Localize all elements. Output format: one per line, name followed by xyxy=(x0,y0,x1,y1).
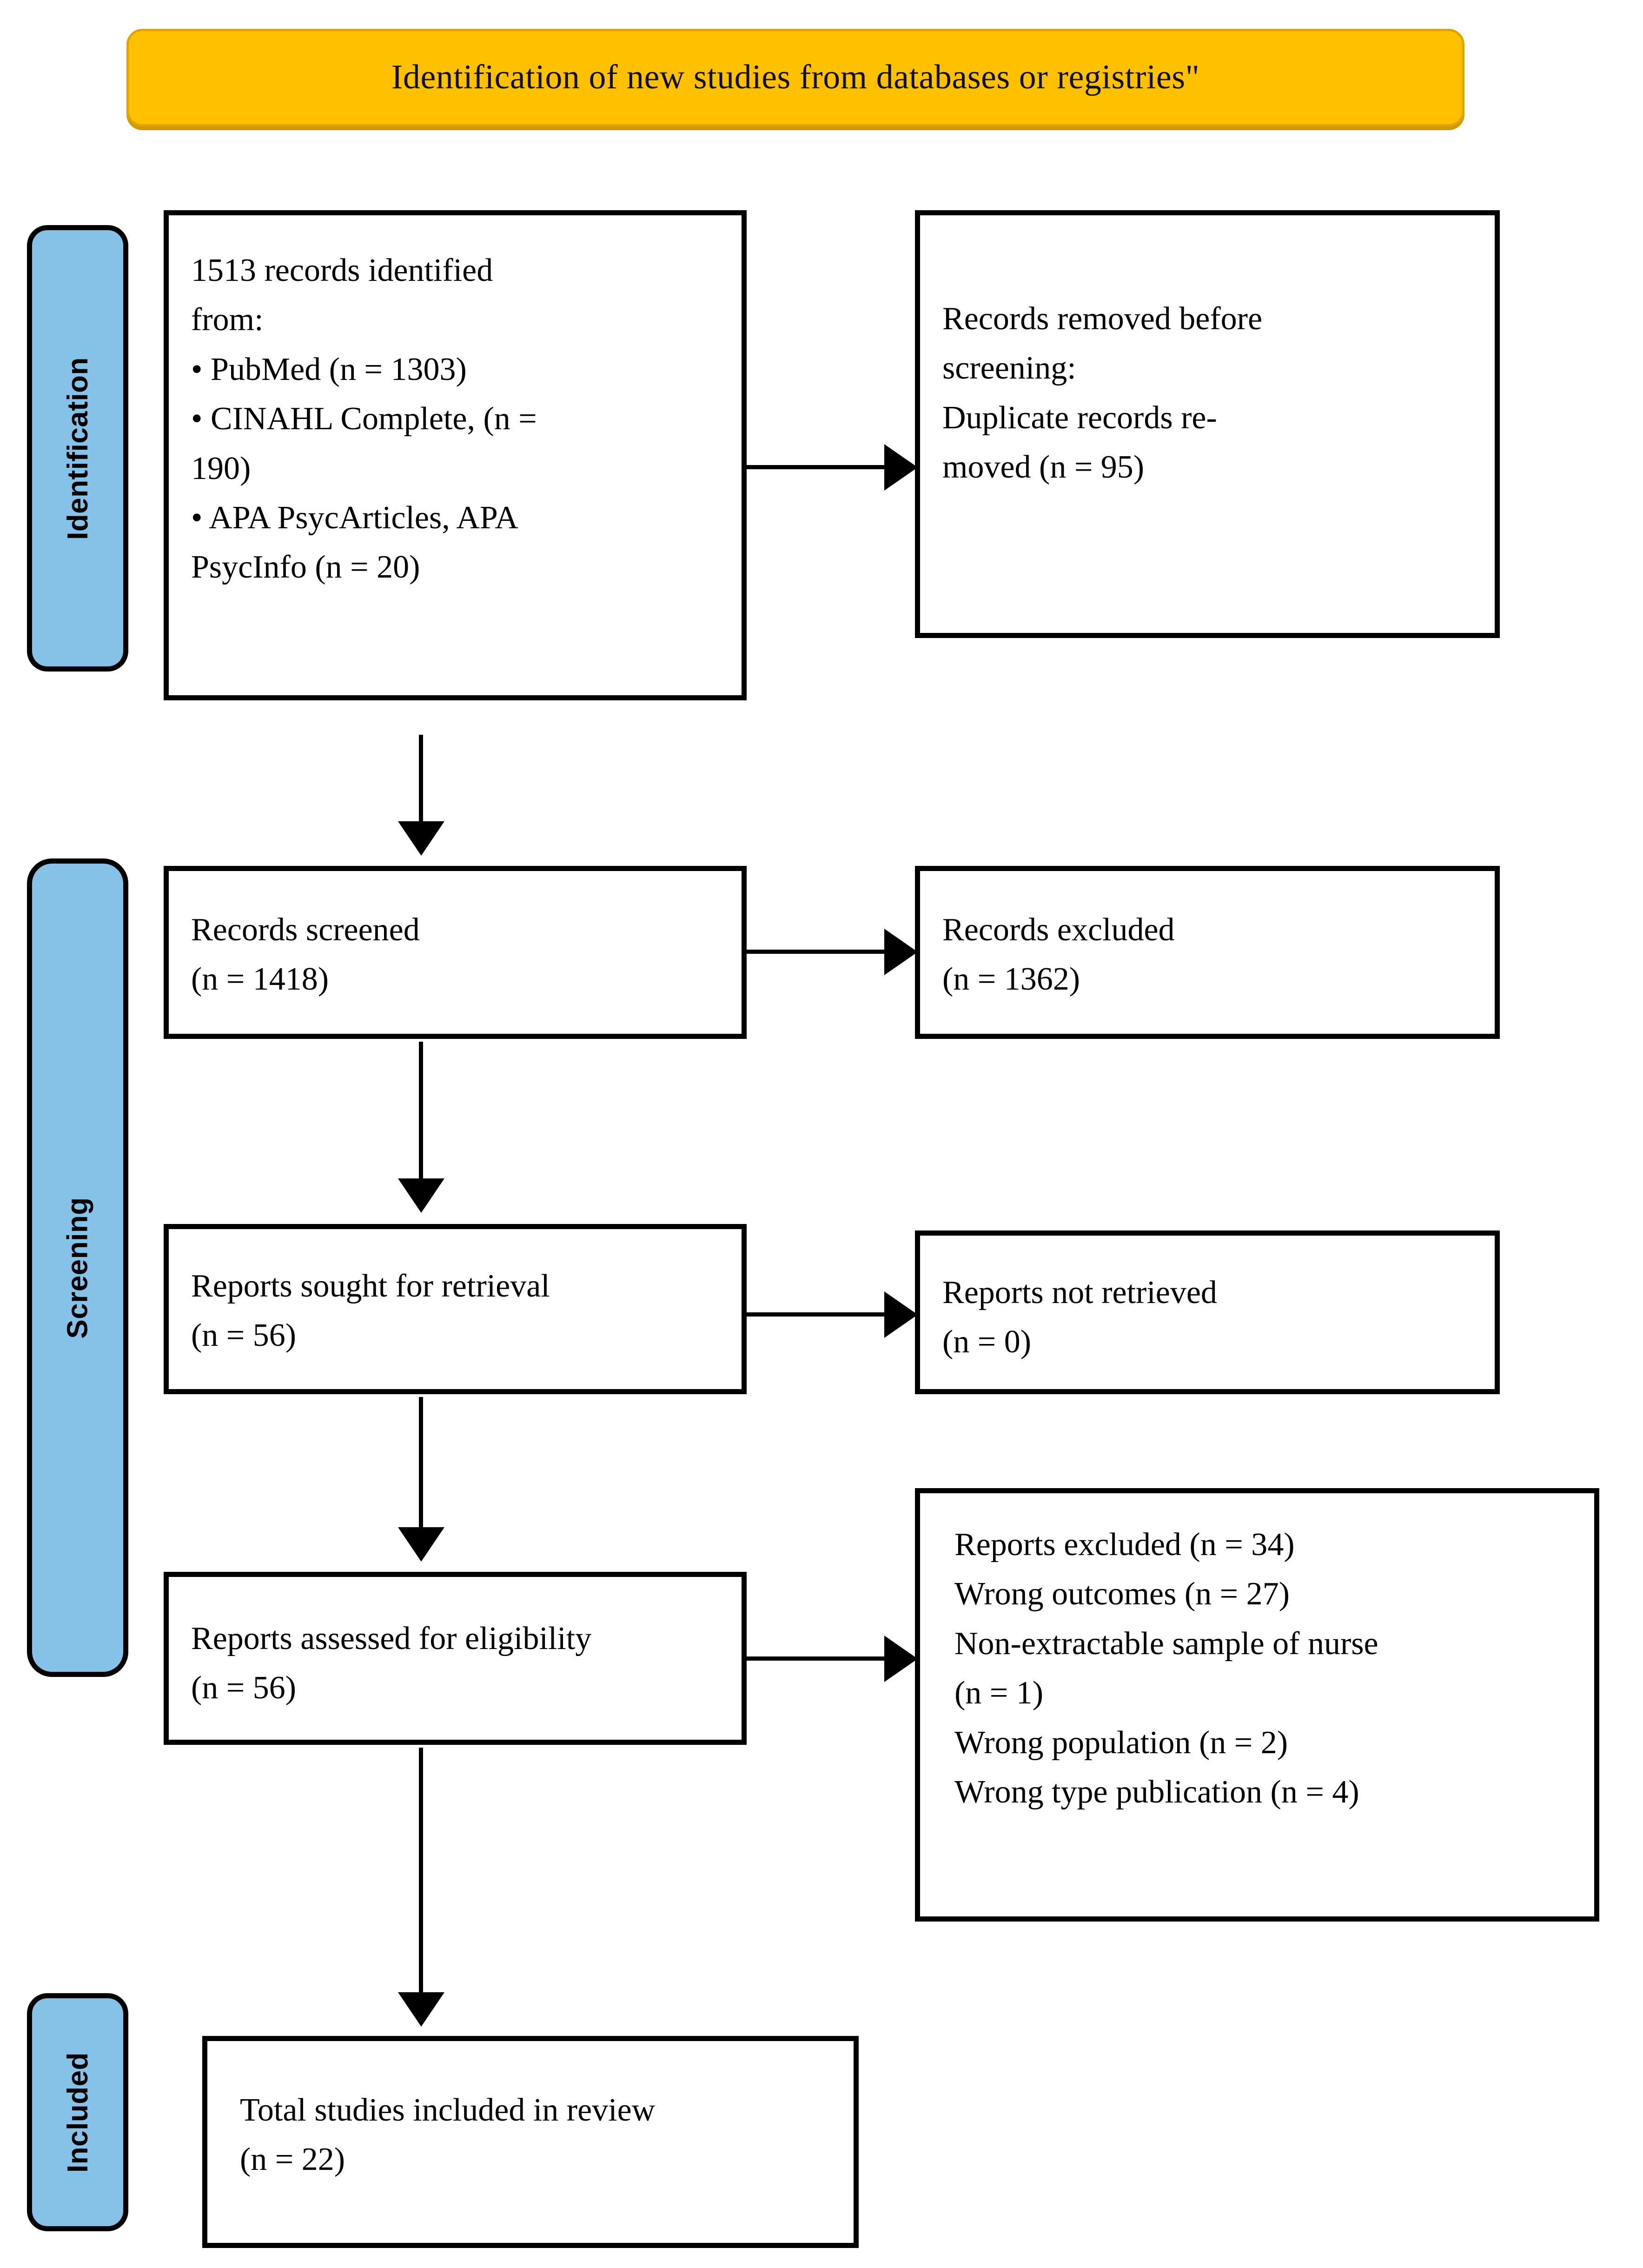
connector-sought-to-assessed xyxy=(419,1397,423,1529)
records-identified-source-cinahl-cont: 190) xyxy=(191,450,251,486)
records-excluded-label: Records excluded xyxy=(942,912,1175,948)
reports-sought-label: Reports sought for retrieval xyxy=(191,1268,550,1304)
total-studies-count: (n = 22) xyxy=(240,2142,345,2178)
connector-screened-to-excluded xyxy=(747,950,886,954)
records-removed-line-3: Duplicate records re- xyxy=(942,399,1217,436)
reports-sought-count: (n = 56) xyxy=(191,1317,297,1354)
stage-bar-identification: Identification xyxy=(27,225,128,672)
diagram-header-banner: Identification of new studies from datab… xyxy=(126,29,1464,126)
connector-sought-to-not-retrieved xyxy=(747,1312,886,1317)
records-identified-source-pubmed: • PubMed (n = 1303) xyxy=(191,351,467,387)
box-records-excluded: Records excluded (n = 1362) xyxy=(915,866,1500,1039)
box-records-identified: 1513 records identified from: • PubMed (… xyxy=(164,210,747,700)
records-identified-line-1: 1513 records identified xyxy=(191,253,493,288)
stage-bar-included: Included xyxy=(27,1993,128,2231)
stage-label-screening: Screening xyxy=(61,1197,94,1339)
connector-screened-to-sought xyxy=(419,1042,423,1180)
connector-assessed-to-total xyxy=(419,1748,423,1994)
box-reports-excluded-reasons: Reports excluded (n = 34) Wrong outcomes… xyxy=(915,1488,1599,1922)
box-reports-not-retrieved: Reports not retrieved (n = 0) xyxy=(915,1230,1500,1394)
records-screened-count: (n = 1418) xyxy=(191,961,329,998)
reports-excluded-wrong-type-publication: Wrong type publication (n = 4) xyxy=(954,1774,1359,1810)
arrow-right-icon xyxy=(884,929,918,975)
records-removed-line-4: moved (n = 95) xyxy=(942,449,1145,486)
reports-assessed-count: (n = 56) xyxy=(191,1670,297,1706)
reports-excluded-total: Reports excluded (n = 34) xyxy=(954,1527,1295,1563)
box-records-screened: Records screened (n = 1418) xyxy=(164,866,747,1039)
arrow-right-icon xyxy=(884,1636,918,1682)
box-reports-assessed-for-eligibility: Reports assessed for eligibility (n = 56… xyxy=(164,1572,747,1745)
records-removed-line-2: screening: xyxy=(942,350,1076,386)
box-records-removed-before-screening: Records removed before screening: Duplic… xyxy=(915,210,1500,638)
arrow-right-icon xyxy=(884,1291,918,1338)
stage-bar-screening: Screening xyxy=(27,858,128,1677)
box-reports-sought-for-retrieval: Reports sought for retrieval (n = 56) xyxy=(164,1224,747,1394)
records-screened-label: Records screened xyxy=(191,912,420,948)
reports-assessed-label: Reports assessed for eligibility xyxy=(191,1621,592,1656)
stage-label-included: Included xyxy=(61,2052,94,2173)
diagram-title: Identification of new studies from datab… xyxy=(391,58,1200,97)
reports-excluded-non-extractable-count: (n = 1) xyxy=(954,1675,1044,1711)
arrow-right-icon xyxy=(884,444,918,491)
box-total-studies-included: Total studies included in review (n = 22… xyxy=(202,2036,859,2248)
connector-assessed-to-reports-excluded xyxy=(747,1656,886,1661)
reports-excluded-non-extractable: Non-extractable sample of nurse xyxy=(954,1625,1378,1662)
connector-identified-to-screened xyxy=(419,735,423,823)
arrow-down-icon xyxy=(398,1178,444,1213)
records-identified-source-cinahl: • CINAHL Complete, (n = xyxy=(191,401,537,437)
total-studies-label: Total studies included in review xyxy=(240,2092,656,2128)
records-identified-source-apa: • APA PsycArticles, APA xyxy=(191,499,518,536)
reports-not-retrieved-label: Reports not retrieved xyxy=(942,1275,1217,1310)
reports-excluded-wrong-outcomes: Wrong outcomes (n = 27) xyxy=(954,1576,1290,1612)
records-removed-line-1: Records removed before xyxy=(942,301,1263,337)
arrow-down-icon xyxy=(398,821,444,856)
arrow-down-icon xyxy=(398,1527,444,1562)
arrow-down-icon xyxy=(398,1992,444,2027)
connector-identified-to-removed xyxy=(747,465,886,469)
records-excluded-count: (n = 1362) xyxy=(942,961,1080,998)
stage-label-identification: Identification xyxy=(61,357,94,540)
reports-excluded-wrong-population: Wrong population (n = 2) xyxy=(954,1724,1288,1761)
records-identified-line-2: from: xyxy=(191,302,264,338)
records-identified-source-apa-cont: PsycInfo (n = 20) xyxy=(191,549,420,585)
reports-not-retrieved-count: (n = 0) xyxy=(942,1324,1032,1360)
